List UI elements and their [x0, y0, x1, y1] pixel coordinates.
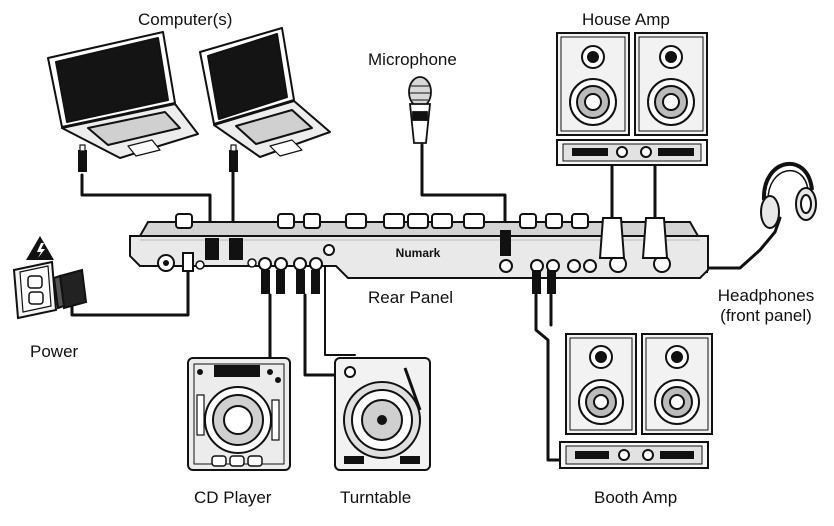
power-outlet — [12, 260, 58, 320]
laptop-1 — [47, 31, 199, 159]
booth-cable-1 — [534, 293, 562, 462]
label-headphones-line1: Headphones — [717, 286, 815, 305]
cables — [70, 143, 782, 462]
usb-plugs — [78, 144, 238, 172]
headphones-icon — [760, 161, 817, 229]
laptop-2 — [199, 27, 331, 158]
turntable-cable — [303, 293, 347, 377]
mic-plug — [500, 230, 511, 256]
booth-amplifier — [559, 441, 709, 469]
headphones-cable — [703, 216, 782, 270]
controller-top — [138, 213, 700, 237]
label-booth-amp: Booth Amp — [594, 488, 678, 507]
label-rear-panel: Rear Panel — [368, 288, 454, 307]
mic-cable — [420, 143, 507, 240]
controller-rear-panel — [129, 235, 709, 279]
label-power: Power — [30, 342, 79, 361]
label-turntable: Turntable — [340, 488, 412, 507]
label-headphones: Headphones (front panel) — [706, 286, 826, 325]
rca-plugs — [261, 270, 556, 294]
brand-logo: Numark — [396, 246, 441, 260]
booth-speaker-right — [641, 333, 713, 435]
label-house-amp: House Amp — [582, 10, 670, 29]
xlr-plugs — [598, 217, 669, 259]
booth-speaker-left — [565, 333, 637, 435]
power-adapter — [52, 268, 88, 310]
house-speaker-left — [556, 32, 630, 136]
turntable-ground — [324, 261, 356, 356]
usb-cable-1 — [80, 173, 212, 240]
label-computers: Computer(s) — [138, 10, 233, 29]
warning-icon — [26, 236, 54, 260]
label-cd-player: CD Player — [194, 488, 272, 507]
power-cable — [70, 260, 190, 317]
house-speaker-right — [634, 32, 708, 136]
cd-player — [187, 357, 291, 471]
turntable — [334, 357, 431, 471]
label-headphones-line2: (front panel) — [720, 305, 812, 325]
label-microphone: Microphone — [368, 50, 457, 69]
house-amplifier — [556, 139, 708, 166]
microphone-icon — [408, 76, 432, 144]
